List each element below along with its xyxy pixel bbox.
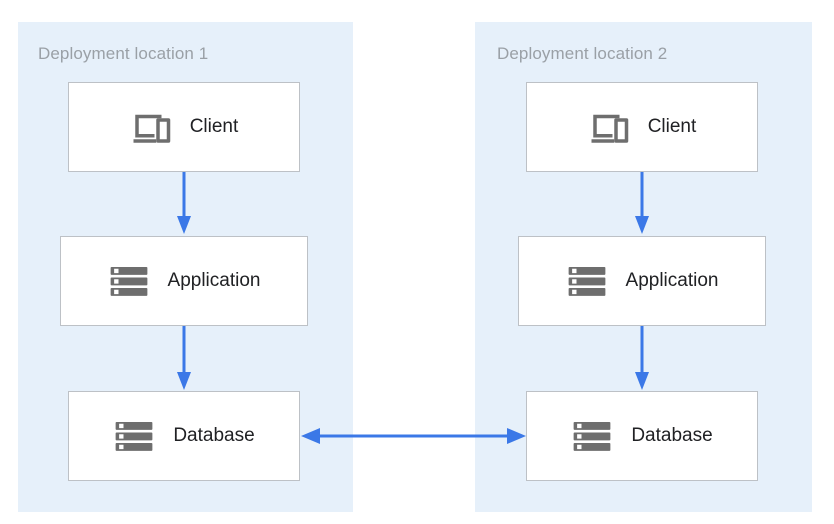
node-application-2-label: Application bbox=[625, 270, 719, 291]
server-stack-icon bbox=[113, 415, 155, 457]
node-client-2[interactable]: Client bbox=[526, 82, 758, 172]
node-client-2-label: Client bbox=[647, 116, 697, 137]
node-client-1[interactable]: Client bbox=[68, 82, 300, 172]
node-application-1-label: Application bbox=[167, 270, 261, 291]
connector-application2-to-database2 bbox=[635, 326, 649, 390]
devices-icon bbox=[588, 106, 630, 148]
node-application-1[interactable]: Application bbox=[60, 236, 308, 326]
server-stack-icon bbox=[566, 260, 608, 302]
deployment-zone-2-title: Deployment location 2 bbox=[497, 44, 668, 63]
deployment-zone-1-title: Deployment location 1 bbox=[38, 44, 209, 63]
node-application-2[interactable]: Application bbox=[518, 236, 766, 326]
devices-icon bbox=[130, 106, 172, 148]
node-database-2-label: Database bbox=[631, 425, 713, 446]
connector-application1-to-database1 bbox=[177, 326, 191, 390]
server-stack-icon bbox=[571, 415, 613, 457]
node-database-1[interactable]: Database bbox=[68, 391, 300, 481]
connector-client1-to-application1 bbox=[177, 172, 191, 234]
connector-client2-to-application2 bbox=[635, 172, 649, 234]
node-database-1-label: Database bbox=[173, 425, 255, 446]
connector-database1-to-database2-bidirectional bbox=[301, 428, 526, 444]
node-database-2[interactable]: Database bbox=[526, 391, 758, 481]
server-stack-icon bbox=[108, 260, 150, 302]
node-client-1-label: Client bbox=[189, 116, 239, 137]
